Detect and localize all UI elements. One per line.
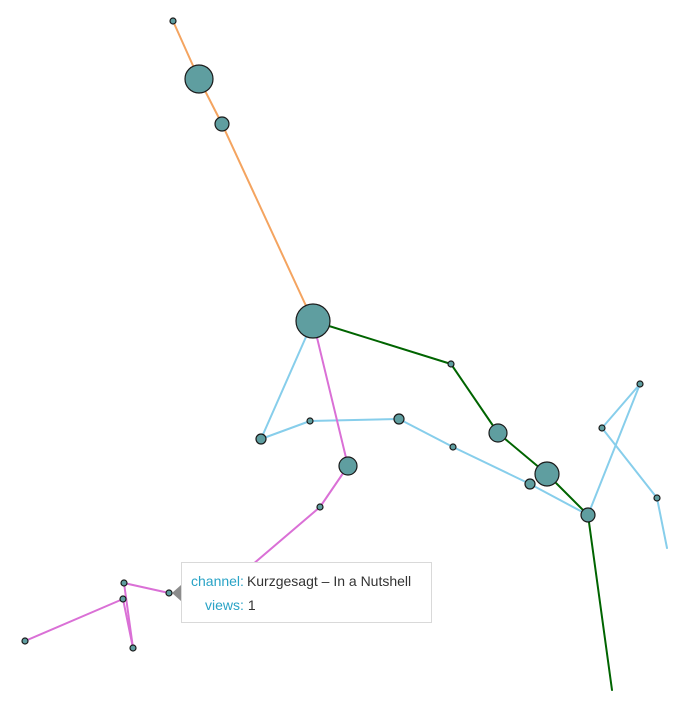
- graph-node[interactable]: [295, 303, 331, 339]
- graph-node[interactable]: [255, 433, 267, 445]
- graph-node[interactable]: [598, 424, 606, 432]
- edge-blue-7: [587, 383, 641, 516]
- graph-node[interactable]: [306, 417, 314, 425]
- graph-node[interactable]: [636, 380, 644, 388]
- tooltip-channel-row: channel:Kurzgesagt – In a Nutshell: [191, 569, 411, 593]
- edge-purple-3: [251, 506, 321, 566]
- edges: [24, 20, 668, 691]
- edge-purple-7: [24, 598, 124, 642]
- edge-purple-6: [122, 598, 134, 649]
- nodes: [21, 17, 661, 652]
- edge-blue-5: [452, 446, 531, 485]
- graph-node[interactable]: [653, 494, 661, 502]
- edge-blue-8: [601, 383, 641, 429]
- graph-node[interactable]: [534, 461, 560, 487]
- edge-blue-2: [260, 420, 311, 440]
- graph-node[interactable]: [488, 423, 508, 443]
- tooltip-pointer: [172, 585, 181, 601]
- edge-blue-9: [601, 427, 658, 499]
- edge-blue-10: [656, 497, 668, 549]
- graph-node[interactable]: [184, 64, 214, 94]
- graph-node[interactable]: [214, 116, 230, 132]
- graph-node[interactable]: [316, 503, 324, 511]
- edge-blue-4: [398, 418, 454, 448]
- graph-node[interactable]: [129, 644, 137, 652]
- tooltip-channel-value: Kurzgesagt – In a Nutshell: [246, 573, 412, 589]
- graph-node[interactable]: [447, 360, 455, 368]
- edge-orange-3: [221, 123, 314, 322]
- edge-blue-1: [260, 320, 314, 440]
- edge-purple-4: [123, 582, 170, 594]
- graph-node[interactable]: [169, 17, 177, 25]
- tooltip-views-value: 1: [247, 597, 256, 613]
- graph-node[interactable]: [120, 579, 128, 587]
- tooltip-views-key: views:: [205, 597, 244, 613]
- edge-green-5: [587, 514, 613, 691]
- tooltip-views-row: views:1: [205, 593, 256, 617]
- edge-green-2: [450, 363, 499, 434]
- tooltip-channel-key: channel:: [191, 573, 244, 589]
- edge-green-1: [312, 320, 452, 365]
- graph-node[interactable]: [338, 456, 358, 476]
- edge-purple-1: [312, 320, 349, 467]
- graph-node[interactable]: [524, 478, 536, 490]
- graph-node[interactable]: [449, 443, 457, 451]
- node-tooltip: channel:Kurzgesagt – In a Nutshell views…: [181, 562, 432, 623]
- graph-node[interactable]: [580, 507, 596, 523]
- edge-blue-3: [309, 418, 400, 422]
- edge-blue-6: [529, 483, 589, 516]
- graph-node[interactable]: [21, 637, 29, 645]
- graph-node[interactable]: [393, 413, 405, 425]
- graph-node[interactable]: [119, 595, 127, 603]
